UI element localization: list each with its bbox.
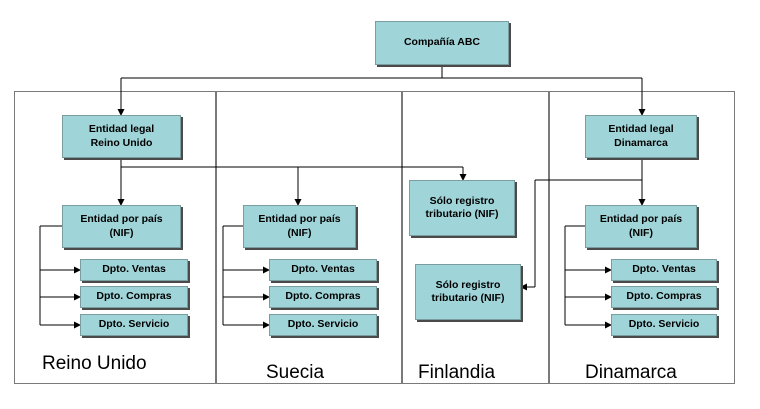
company-node: Compañía ABC (375, 21, 509, 65)
uk-dept-service-node: Dpto. Servicio (80, 314, 188, 336)
panel-finlandia (402, 91, 549, 384)
se-dept-purchases-node: Dpto. Compras (269, 286, 377, 308)
uk-dept-purchases-node: Dpto. Compras (80, 286, 188, 308)
se-country-entity-node: Entidad por país (NIF) (243, 205, 356, 248)
se-dept-sales-node: Dpto. Ventas (269, 259, 377, 281)
region-label-reino-unido: Reino Unido (42, 353, 147, 374)
dk-country-entity-node: Entidad por país (NIF) (585, 205, 697, 248)
region-label-suecia: Suecia (266, 362, 325, 383)
region-label-dinamarca: Dinamarca (585, 362, 677, 383)
dk-dept-purchases-node: Dpto. Compras (611, 286, 717, 308)
uk-dept-sales-node: Dpto. Ventas (80, 259, 188, 281)
se-dept-service-node: Dpto. Servicio (269, 314, 377, 336)
uk-legal-entity-node: Entidad legal Reino Unido (62, 115, 181, 158)
fi-tax-registry-node-2: Sólo registro tributario (NIF) (415, 264, 521, 320)
dk-dept-sales-node: Dpto. Ventas (611, 259, 717, 281)
region-label-finlandia: Finlandia (418, 362, 496, 383)
dk-legal-entity-node: Entidad legal Dinamarca (585, 115, 697, 158)
fi-tax-registry-node-1: Sólo registro tributario (NIF) (409, 180, 515, 236)
uk-country-entity-node: Entidad por país (NIF) (62, 205, 181, 248)
dk-dept-service-node: Dpto. Servicio (611, 314, 717, 336)
